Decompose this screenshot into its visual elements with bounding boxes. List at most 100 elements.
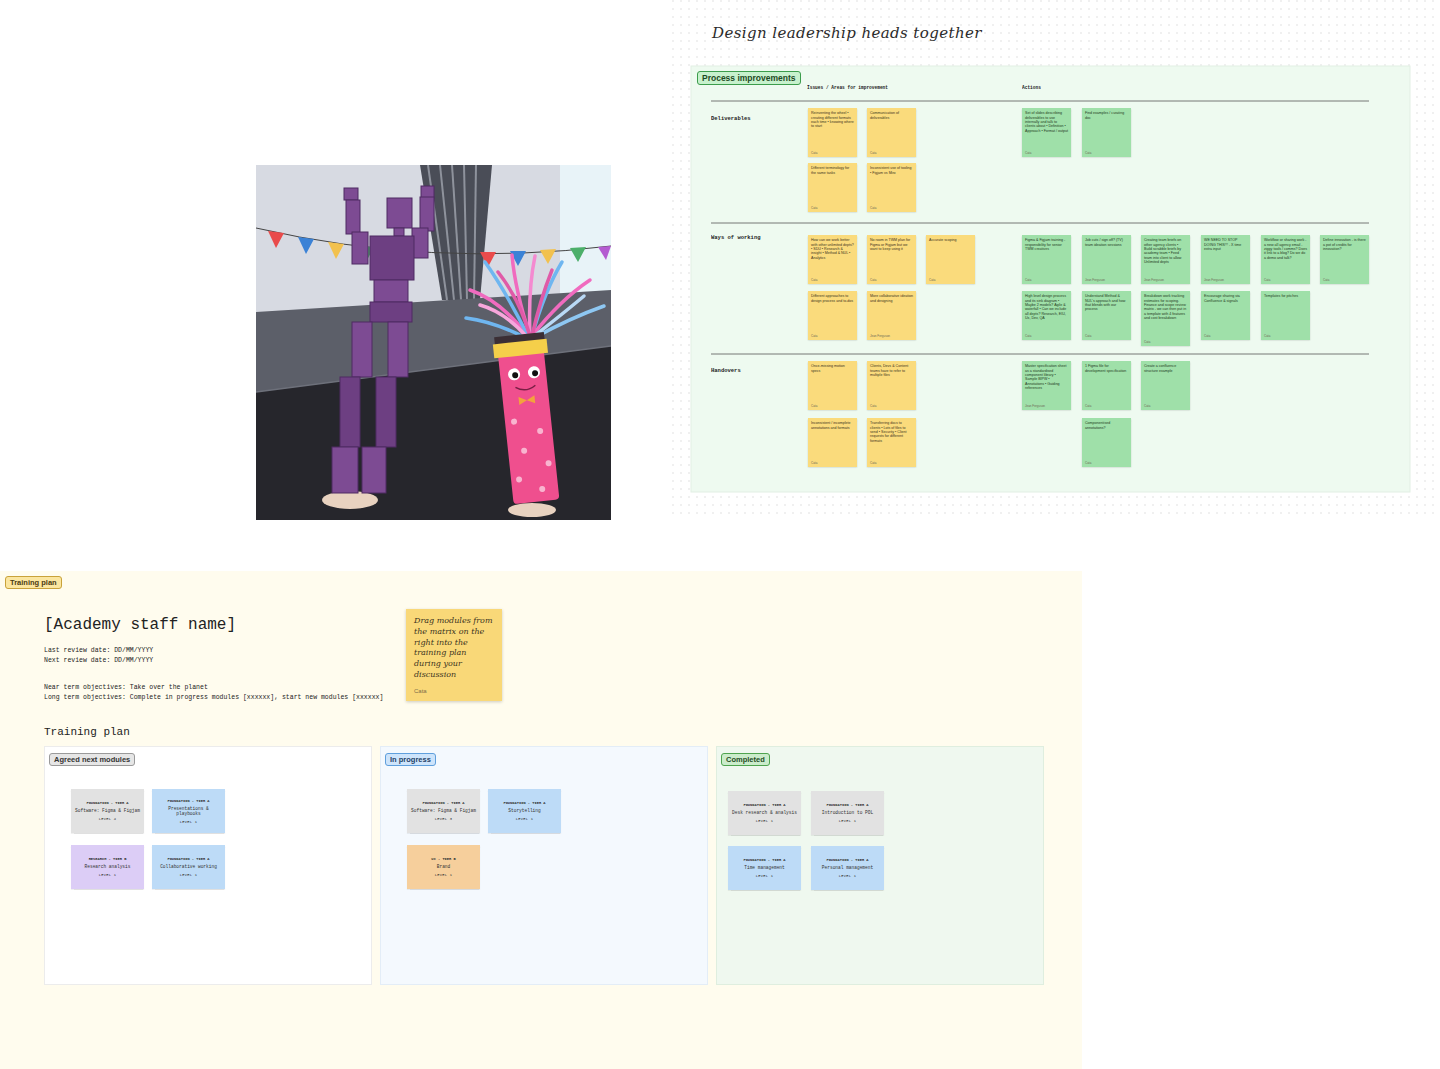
dot-grid bbox=[666, 0, 1440, 520]
column-header: Actions bbox=[1022, 85, 1041, 90]
objective-text: Near term objectives: Take over the plan… bbox=[44, 683, 208, 691]
module-card: FOUNDATION - TIER ATime managementLEVEL … bbox=[728, 846, 801, 890]
module-level: LEVEL 1 bbox=[756, 819, 773, 823]
sticky-note: Job cuts / sign off? (TV) team ideation … bbox=[1082, 235, 1131, 284]
sticky-text: Creating team briefs on other agency cli… bbox=[1144, 238, 1187, 264]
sticky-author: Cata bbox=[1025, 333, 1068, 338]
sticky-text: Accurate scoping bbox=[929, 238, 972, 242]
sticky-text: Once-missing motion specs bbox=[811, 364, 854, 373]
section-tag: Process improvements bbox=[697, 71, 801, 85]
column-tag: Agreed next modules bbox=[49, 753, 135, 766]
module-card: RESEARCH - TIER BResearch analysisLEVEL … bbox=[71, 845, 144, 889]
module-title: Research analysis bbox=[85, 865, 131, 870]
section-tag: Training plan bbox=[5, 576, 62, 589]
sticky-author: Jean Ferguson bbox=[1144, 277, 1187, 282]
module-level: LEVEL 3 bbox=[435, 817, 452, 821]
sticky-author: Cata bbox=[1264, 333, 1307, 338]
sticky-text: Understand Method & NUL's approach and h… bbox=[1085, 294, 1128, 312]
sticky-note: Breakdown work tracking estimates for sc… bbox=[1141, 291, 1190, 346]
module-tier: FOUNDATION - TIER A bbox=[167, 799, 209, 803]
row-label: Deliverables bbox=[711, 115, 751, 121]
module-card: FOUNDATION - TIER AStorytellingLEVEL 1 bbox=[488, 789, 561, 833]
sticky-text: Encourage sharing via Confluence & signa… bbox=[1204, 294, 1247, 303]
training-ground bbox=[0, 571, 1082, 1069]
sticky-note: Master specification sheet as a standard… bbox=[1022, 361, 1071, 410]
plan-column: Agreed next modulesFOUNDATION - TIER ASo… bbox=[44, 746, 372, 985]
sticky-author: Cata bbox=[1323, 277, 1366, 282]
sticky-note: High level design process and its sink d… bbox=[1022, 291, 1071, 340]
module-card: FOUNDATION - TIER ADesk research & analy… bbox=[728, 791, 801, 835]
sticky-text: Master specification sheet as a standard… bbox=[1025, 364, 1068, 390]
sticky-author: Cata bbox=[1085, 403, 1128, 408]
module-tier: FOUNDATION - TIER A bbox=[826, 858, 868, 862]
module-tier: FOUNDATION - TIER A bbox=[826, 803, 868, 807]
sticky-text: Transferring docs to clients • Lots of f… bbox=[870, 421, 913, 443]
instruction-note: Drag modules from the matrix on the righ… bbox=[406, 609, 502, 701]
module-tier: FOUNDATION - TIER A bbox=[503, 801, 545, 805]
sticky-author: Cata bbox=[1085, 333, 1128, 338]
module-level: LEVEL 1 bbox=[180, 873, 197, 877]
module-card: FOUNDATION - TIER APersonal managementLE… bbox=[811, 846, 884, 890]
review-date: Last review date: DD/MM/YYYY bbox=[44, 646, 153, 654]
section-heading: Training plan bbox=[44, 726, 130, 738]
module-level: LEVEL 1 bbox=[180, 820, 197, 824]
module-level: LEVEL 4 bbox=[99, 817, 116, 821]
sticky-note: Figma & Figjam training - responsibility… bbox=[1022, 235, 1071, 284]
sticky-note: Transferring docs to clients • Lots of f… bbox=[867, 418, 916, 467]
sticky-note: Templates for pitchesCata bbox=[1261, 291, 1310, 340]
sticky-author: Cata bbox=[811, 403, 854, 408]
module-title: Software: Figma & Figjam bbox=[75, 809, 140, 814]
module-card: FOUNDATION - TIER ASoftware: Figma & Fig… bbox=[71, 789, 144, 833]
sticky-author: Cata bbox=[1264, 277, 1307, 282]
sticky-author: Jean Ferguson bbox=[1085, 277, 1128, 282]
sticky-note: Reinventing the wheel • creating differe… bbox=[808, 108, 857, 157]
module-card: FOUNDATION - TIER AIntroduction to POLLE… bbox=[811, 791, 884, 835]
sticky-author: Cata bbox=[1144, 339, 1187, 344]
sticky-note: Workflow or sharing work - a new all age… bbox=[1261, 235, 1310, 284]
board-title: Design leadership heads together bbox=[712, 24, 982, 42]
photo-illustration bbox=[256, 165, 611, 520]
sticky-note: Create a confluence structure exampleCat… bbox=[1141, 361, 1190, 410]
sticky-author: Cata bbox=[870, 205, 913, 210]
sticky-author: Cata bbox=[414, 688, 494, 694]
sticky-text: How can we work better with other unlimi… bbox=[811, 238, 854, 260]
module-title: Storytelling bbox=[508, 809, 540, 814]
sticky-author: Cata bbox=[929, 277, 972, 282]
column-header: Issues / Areas for improvement bbox=[807, 85, 888, 90]
module-level: LEVEL 1 bbox=[435, 873, 452, 877]
sticky-note: Creating team briefs on other agency cli… bbox=[1141, 235, 1190, 284]
module-card: FOUNDATION - TIER APresentations & playb… bbox=[152, 789, 225, 833]
sticky-note: Componentised annotations?Cata bbox=[1082, 418, 1131, 467]
sticky-author: Cata bbox=[1144, 403, 1187, 408]
sticky-text: Find examples / curating doc bbox=[1085, 111, 1128, 120]
objective-text: Long term objectives: Complete in progre… bbox=[44, 693, 383, 701]
module-title: Introduction to POL bbox=[822, 811, 873, 816]
sticky-text: 1 Figma file for development specificati… bbox=[1085, 364, 1128, 373]
column-tag: Completed bbox=[721, 753, 770, 766]
sticky-author: Cata bbox=[870, 403, 913, 408]
module-tier: UX - TIER B bbox=[431, 857, 455, 861]
sticky-note: Define innovation - is there a pot of cr… bbox=[1320, 235, 1369, 284]
sticky-author: Cata bbox=[811, 333, 854, 338]
plan-column: In progressFOUNDATION - TIER ASoftware: … bbox=[380, 746, 708, 985]
sticky-note: Communication of deliverablesCata bbox=[867, 108, 916, 157]
sticky-author: Cata bbox=[1204, 333, 1247, 338]
board-section: Process improvementsReinventing the whee… bbox=[691, 66, 1410, 492]
sticky-author: Cata bbox=[870, 460, 913, 465]
instruction-text: Drag modules from the matrix on the righ… bbox=[414, 616, 494, 681]
sticky-text: Different approaches to design process a… bbox=[811, 294, 854, 303]
sticky-note: Inconsistent / incomplete annotations an… bbox=[808, 418, 857, 467]
module-level: LEVEL 1 bbox=[756, 874, 773, 878]
sticky-note: Understand Method & NUL's approach and h… bbox=[1082, 291, 1131, 340]
sticky-note: Accurate scopingCata bbox=[926, 235, 975, 284]
sticky-author: Cata bbox=[870, 277, 913, 282]
sticky-text: Create a confluence structure example bbox=[1144, 364, 1187, 373]
sticky-note: No room in TWM plan for Figma or Figjam … bbox=[867, 235, 916, 284]
sticky-note: More collaborative ideation and designin… bbox=[867, 291, 916, 340]
module-tier: FOUNDATION - TIER A bbox=[743, 858, 785, 862]
board-ground bbox=[691, 66, 1410, 492]
sticky-note: Different terminology for the same tasks… bbox=[808, 163, 857, 212]
module-card: FOUNDATION - TIER ASoftware: Figma & Fig… bbox=[407, 789, 480, 833]
sticky-note: Set of slides describing deliverables to… bbox=[1022, 108, 1071, 157]
column-tag: In progress bbox=[385, 753, 436, 766]
